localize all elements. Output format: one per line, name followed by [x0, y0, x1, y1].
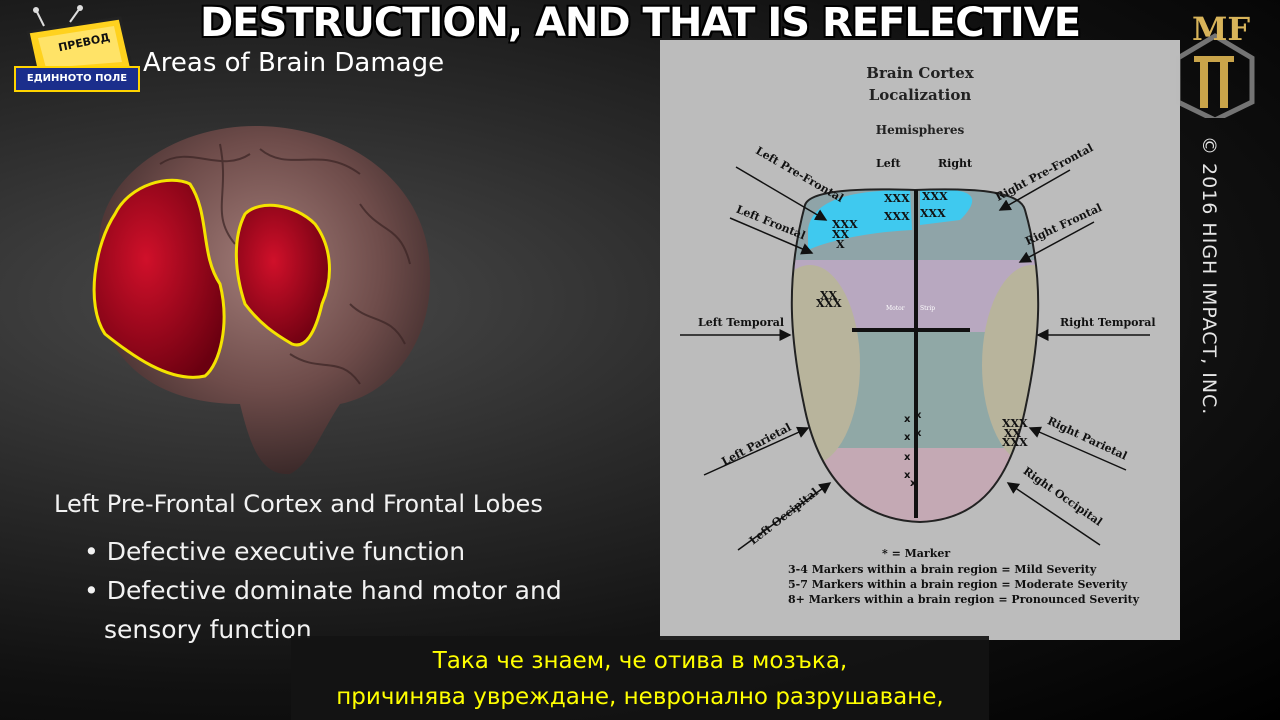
brain-illustration	[92, 125, 431, 475]
marker-row: XX	[832, 228, 850, 241]
svg-text:x: x	[904, 470, 911, 481]
legend-line: 8+ Markers within a brain region = Prono…	[788, 593, 1140, 606]
marker-row: XXX	[884, 210, 910, 223]
copyright-notice: © 2016 HIGH IMPACT, INC.	[1196, 136, 1226, 436]
diagram-subtitle: Hemispheres	[875, 123, 965, 137]
channel-logo-banner: ЕДИННОТО ПОЛЕ	[14, 66, 140, 92]
legend-line: 5-7 Markers within a brain region = Mode…	[788, 578, 1128, 591]
slide-title: Areas of Brain Damage	[143, 48, 445, 78]
motor-strip-label-left: Motor	[886, 305, 905, 312]
region-label-left-temporal: Left Temporal	[698, 316, 785, 329]
legend-line: * = Marker	[882, 547, 951, 560]
svg-text:x: x	[904, 432, 911, 443]
brain-outline	[790, 188, 1040, 524]
region-label-right-temporal: Right Temporal	[1060, 316, 1156, 329]
marker-row: XXX	[884, 192, 910, 205]
marker-row: XXX	[922, 190, 948, 203]
marker-row: XX	[820, 289, 838, 302]
diagram-title-line2: Localization	[868, 86, 972, 104]
subtitle-line: причинява увреждане, невронално разрушав…	[336, 684, 944, 710]
svg-text:x: x	[904, 452, 911, 463]
hemisphere-left-label: Left	[876, 157, 901, 170]
mf-logo-icon	[1175, 33, 1255, 118]
marker-row: X	[836, 238, 845, 251]
marker-row: XX	[1004, 427, 1022, 440]
marker-row: XXX	[920, 207, 946, 220]
diagram-title-line1: Brain Cortex	[866, 64, 974, 82]
right-prefrontal-highlight	[920, 189, 973, 225]
marker-row: XXX	[1002, 436, 1028, 449]
bullet-item: • Defective executive function	[84, 537, 466, 566]
copyright-text: © 2016 HIGH IMPACT, INC.	[1198, 136, 1220, 416]
bullet-item: • Defective dominate hand motor and	[84, 576, 562, 605]
left-prefrontal-highlight	[808, 190, 912, 250]
subtitle-line: Така че знаем, че отива в мозъка,	[432, 648, 848, 674]
legend-line: 3-4 Markers within a brain region = Mild…	[788, 563, 1097, 576]
marker-row: XXX	[816, 297, 842, 310]
left-temporal-region	[791, 265, 860, 465]
hemisphere-right-label: Right	[938, 157, 973, 170]
svg-text:x: x	[915, 410, 922, 421]
slide-heading: Left Pre-Frontal Cortex and Frontal Lobe…	[54, 490, 543, 518]
bullet-continuation: sensory function	[104, 615, 312, 644]
marker-row: XXX	[832, 218, 858, 231]
damage-area-frontal	[234, 203, 331, 347]
damage-area-prefrontal	[92, 178, 226, 379]
top-caption: DESTRUCTION, AND THAT IS REFLECTIVE	[199, 0, 1081, 46]
svg-text:x: x	[915, 428, 922, 439]
right-temporal-region	[982, 265, 1039, 465]
motor-strip-label-right: Strip	[920, 305, 936, 312]
mf-logo-text: MF	[1192, 10, 1251, 48]
svg-text:x: x	[904, 414, 911, 425]
marker-row: XXX	[1002, 417, 1028, 430]
svg-text:x: x	[910, 478, 917, 489]
subtitle-box: Така че знаем, че отива в мозъка, причин…	[291, 636, 989, 720]
